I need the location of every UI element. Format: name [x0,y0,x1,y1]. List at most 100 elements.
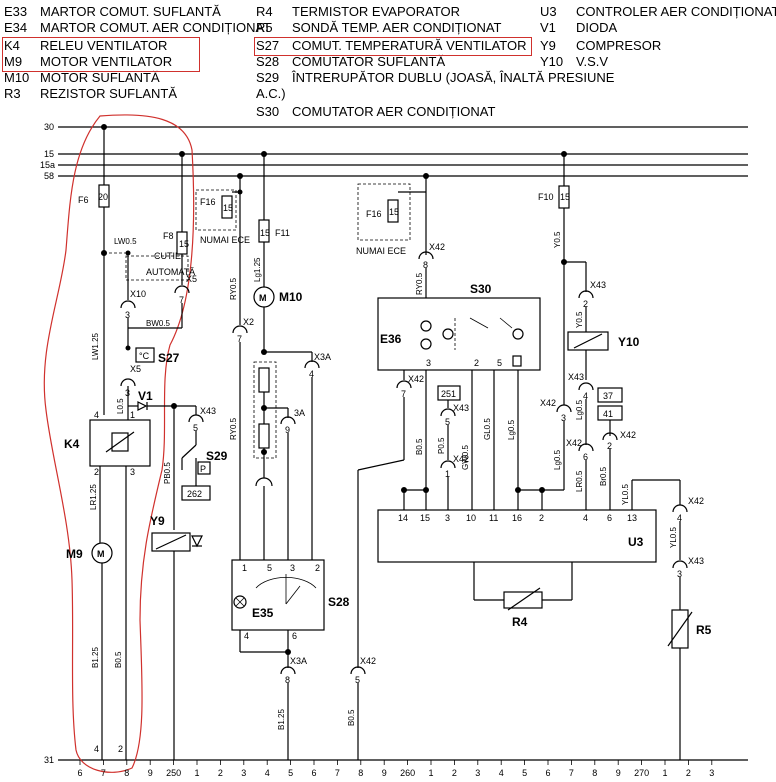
svg-text:S28: S28 [328,595,350,609]
svg-text:X43: X43 [568,372,584,382]
svg-text:3: 3 [445,513,450,523]
bottom-number: 7 [569,768,574,778]
bottom-number: 260 [400,768,415,778]
svg-text:15: 15 [560,192,570,202]
svg-text:B1.25: B1.25 [277,709,286,730]
svg-text:2: 2 [315,563,320,573]
svg-text:B0.5: B0.5 [347,709,356,726]
svg-text:F6: F6 [78,195,89,205]
bottom-number: 6 [311,768,316,778]
svg-text:X3A: X3A [290,656,307,666]
svg-text:5: 5 [497,358,502,368]
bottom-number: 6 [545,768,550,778]
svg-text:M10: M10 [279,290,303,304]
svg-text:2: 2 [607,441,612,451]
diode-v1 [137,401,148,411]
rail-label-15: 15 [44,149,54,159]
svg-text:3: 3 [290,563,295,573]
power-rails: 30 15 15a 58 31 [40,122,748,765]
svg-text:RY0.5: RY0.5 [229,417,238,440]
legend-highlight-s27 [254,37,532,56]
svg-text:YL0.5: YL0.5 [669,527,678,548]
bottom-number: 9 [148,768,153,778]
svg-text:Y0.5: Y0.5 [575,311,584,328]
svg-text:P0.5: P0.5 [437,437,446,454]
svg-text:GL0.5: GL0.5 [483,418,492,440]
svg-text:R5: R5 [696,623,712,637]
svg-text:4: 4 [583,513,588,523]
bottom-number: 8 [592,768,597,778]
svg-text:7: 7 [401,389,406,399]
legend-highlight-k4-m9 [2,37,200,72]
bottom-number: 250 [166,768,181,778]
svg-text:X42: X42 [566,438,582,448]
svg-text:16: 16 [512,513,522,523]
svg-text:4: 4 [677,513,682,523]
svg-text:4: 4 [309,369,314,379]
svg-text:37: 37 [603,391,613,401]
svg-text:X3A: X3A [314,352,331,362]
svg-text:5: 5 [267,563,272,573]
svg-text:4: 4 [244,631,249,641]
svg-text:U3: U3 [628,535,644,549]
svg-text:Y9: Y9 [150,514,165,528]
svg-text:RY0.5: RY0.5 [415,272,424,295]
svg-text:B0.5: B0.5 [415,438,424,455]
svg-text:X42: X42 [408,374,424,384]
bottom-number: 6 [77,768,82,778]
svg-text:X42: X42 [688,496,704,506]
connector-262 [181,485,211,501]
circuit-vsv: 15 F10 Y0.5 X43 2 Y0.5 Y10 Lg0.5 X43 4 X… [538,151,640,510]
svg-text:6: 6 [607,513,612,523]
bottom-number: 5 [522,768,527,778]
svg-text:S27: S27 [158,351,180,365]
circuit-s30: F16 15 NUMAI ECE X42 8 RY0.5 S30 E36 3 2… [347,173,564,760]
svg-text:K4: K4 [64,437,80,451]
svg-text:F11: F11 [275,228,290,238]
svg-text:LR1.25: LR1.25 [89,484,98,510]
svg-text:3: 3 [130,467,135,477]
svg-text:YL0.5: YL0.5 [621,484,630,505]
bottom-number: 1 [428,768,433,778]
svg-text:15: 15 [420,513,430,523]
svg-text:Lg0.5: Lg0.5 [507,419,516,440]
svg-text:2: 2 [583,299,588,309]
svg-text:E36: E36 [380,332,402,346]
svg-text:Lg0.5: Lg0.5 [575,399,584,420]
svg-text:X42: X42 [540,398,556,408]
svg-text:2: 2 [118,744,123,754]
bottom-number: 2 [218,768,223,778]
svg-text:262: 262 [187,489,202,499]
svg-text:4: 4 [94,410,99,420]
svg-text:Br0.5: Br0.5 [599,466,608,486]
svg-text:B0.5: B0.5 [114,651,123,668]
u3-box [377,509,657,563]
circuit-fan: 20 F6 LW0.5 LW1.25 CUTIE AUTOMATĂ 3 X10 … [64,124,195,760]
svg-text:X5: X5 [130,364,141,374]
svg-text:2: 2 [474,358,479,368]
svg-text:LW1.25: LW1.25 [91,332,100,360]
svg-text:X5: X5 [186,274,197,284]
connector-251 [437,385,461,401]
svg-text:3: 3 [561,413,566,423]
bottom-number: 2 [452,768,457,778]
bottom-number: 9 [616,768,621,778]
svg-text:13: 13 [627,513,637,523]
bottom-number: 8 [124,768,129,778]
fuse-f16 [387,199,399,223]
svg-text:5: 5 [193,423,198,433]
svg-text:20: 20 [98,192,108,202]
svg-text:S30: S30 [470,282,492,296]
svg-text:8: 8 [285,675,290,685]
bottom-number: 8 [358,768,363,778]
svg-text:P: P [200,464,206,474]
svg-text:PB0.5: PB0.5 [163,462,172,484]
